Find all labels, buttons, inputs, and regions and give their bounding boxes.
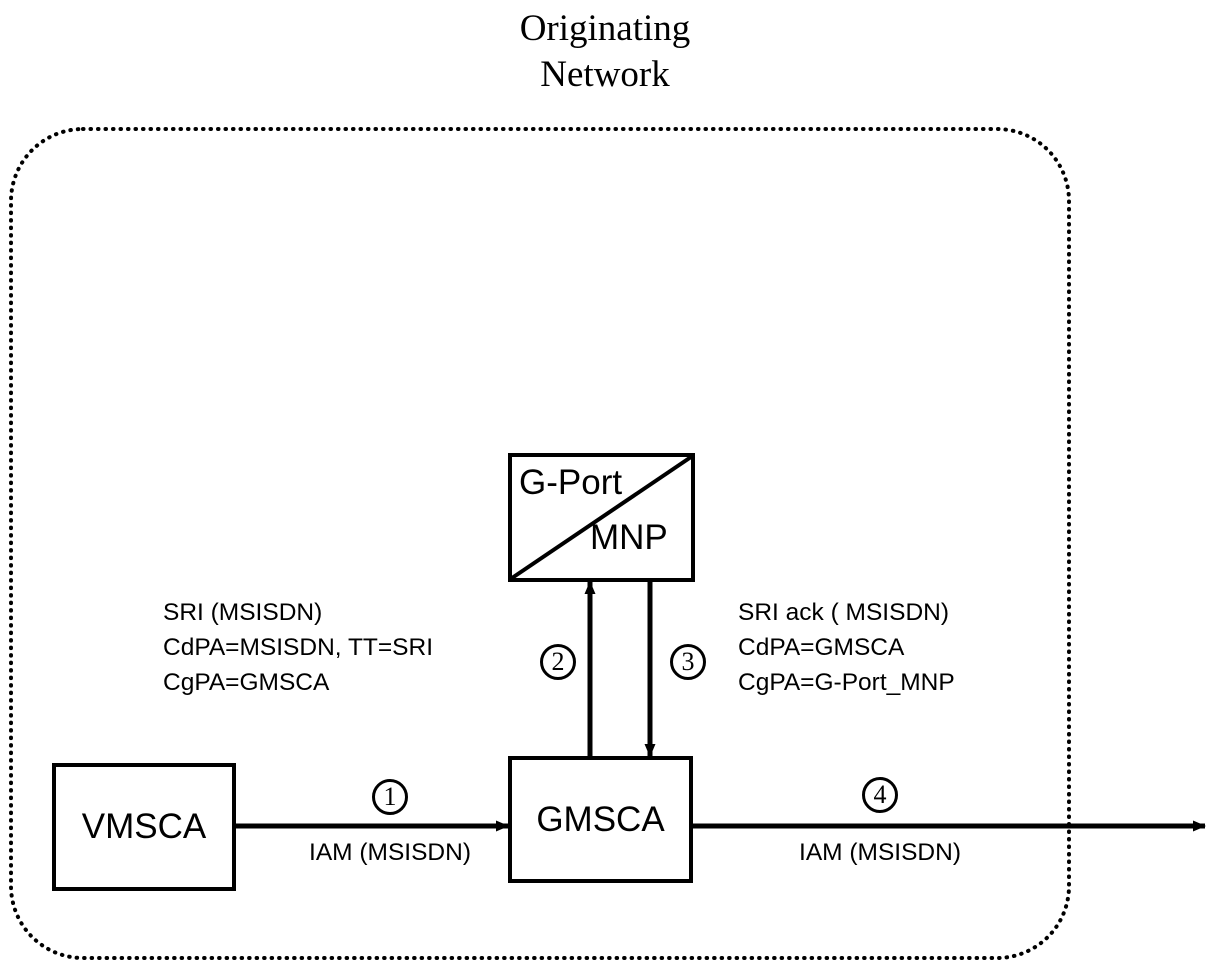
step-badge-1: 1 xyxy=(372,779,408,815)
message-block-step3: SRI ack ( MSISDN) CdPA=GMSCA CgPA=G-Port… xyxy=(738,595,955,700)
gport-mnp-divider xyxy=(510,455,693,580)
message-caption-step4: IAM (MSISDN) xyxy=(799,839,961,866)
message-block-step2: SRI (MSISDN) CdPA=MSISDN, TT=SRI CgPA=GM… xyxy=(163,595,433,700)
node-label-gport: G-Port xyxy=(519,463,623,502)
node-label-mnp: MNP xyxy=(590,518,668,557)
step-badge-3: 3 xyxy=(670,644,706,680)
message-step2-line2: CdPA=MSISDN, TT=SRI xyxy=(163,634,434,661)
page-title: Originating Network xyxy=(519,8,691,95)
message-step3-line2: CdPA=GMSCA xyxy=(738,634,905,661)
network-boundary xyxy=(9,127,1071,960)
node-label-vmsca: VMSCA xyxy=(81,807,207,846)
message-step2-line3: CgPA=GMSCA xyxy=(163,669,330,696)
message-step2-line1: SRI (MSISDN) xyxy=(163,599,323,626)
message-step3-line1: SRI ack ( MSISDN) xyxy=(738,599,949,626)
node-label-gmsca: GMSCA xyxy=(536,799,665,839)
step-badge-4: 4 xyxy=(862,777,898,813)
step-badge-2: 2 xyxy=(540,644,576,680)
message-step3-line3: CgPA=G-Port_MNP xyxy=(738,669,955,696)
gmsca-box xyxy=(508,756,693,883)
message-caption-step1: IAM (MSISDN) xyxy=(309,839,471,866)
